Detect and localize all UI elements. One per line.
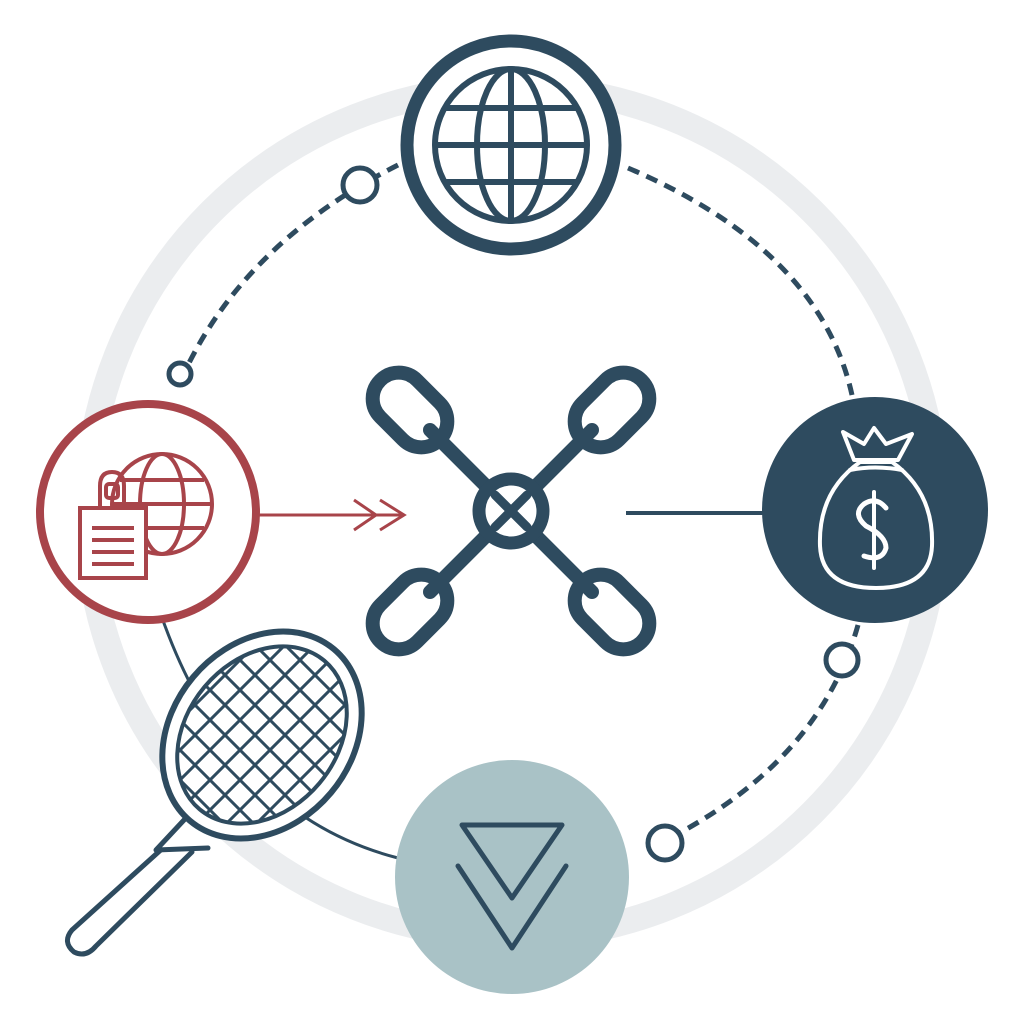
connector-dot <box>645 823 685 863</box>
chain-link-bottom-left <box>365 529 493 657</box>
web-document-node <box>36 400 260 624</box>
globe-icon <box>432 66 590 224</box>
connector-dot <box>823 641 861 679</box>
dashed-connector-money-download <box>668 624 861 841</box>
money-bag-node <box>762 397 988 623</box>
lock-icon <box>98 469 126 508</box>
download-node <box>395 760 629 994</box>
connector-dot <box>166 360 194 388</box>
tennis-racket-node <box>65 612 382 957</box>
tennis-racket-icon <box>65 612 382 957</box>
double-chevron-down-icon <box>455 822 569 951</box>
document-icon <box>78 506 148 580</box>
chain-link-bottom-right <box>529 529 657 657</box>
chain-link-top-left <box>365 365 493 493</box>
connector-dot <box>340 165 380 205</box>
globe-document-lock-icon <box>78 452 214 580</box>
money-bag-dollar-icon <box>817 426 935 590</box>
arrow-connector-webdoc-hub <box>258 498 407 532</box>
chain-link-top-right <box>529 365 657 493</box>
dashed-connector-globe-money <box>627 165 855 396</box>
crossed-chain-links-icon <box>365 365 657 657</box>
globe-node <box>400 34 622 256</box>
hub-center-ring <box>472 472 550 550</box>
